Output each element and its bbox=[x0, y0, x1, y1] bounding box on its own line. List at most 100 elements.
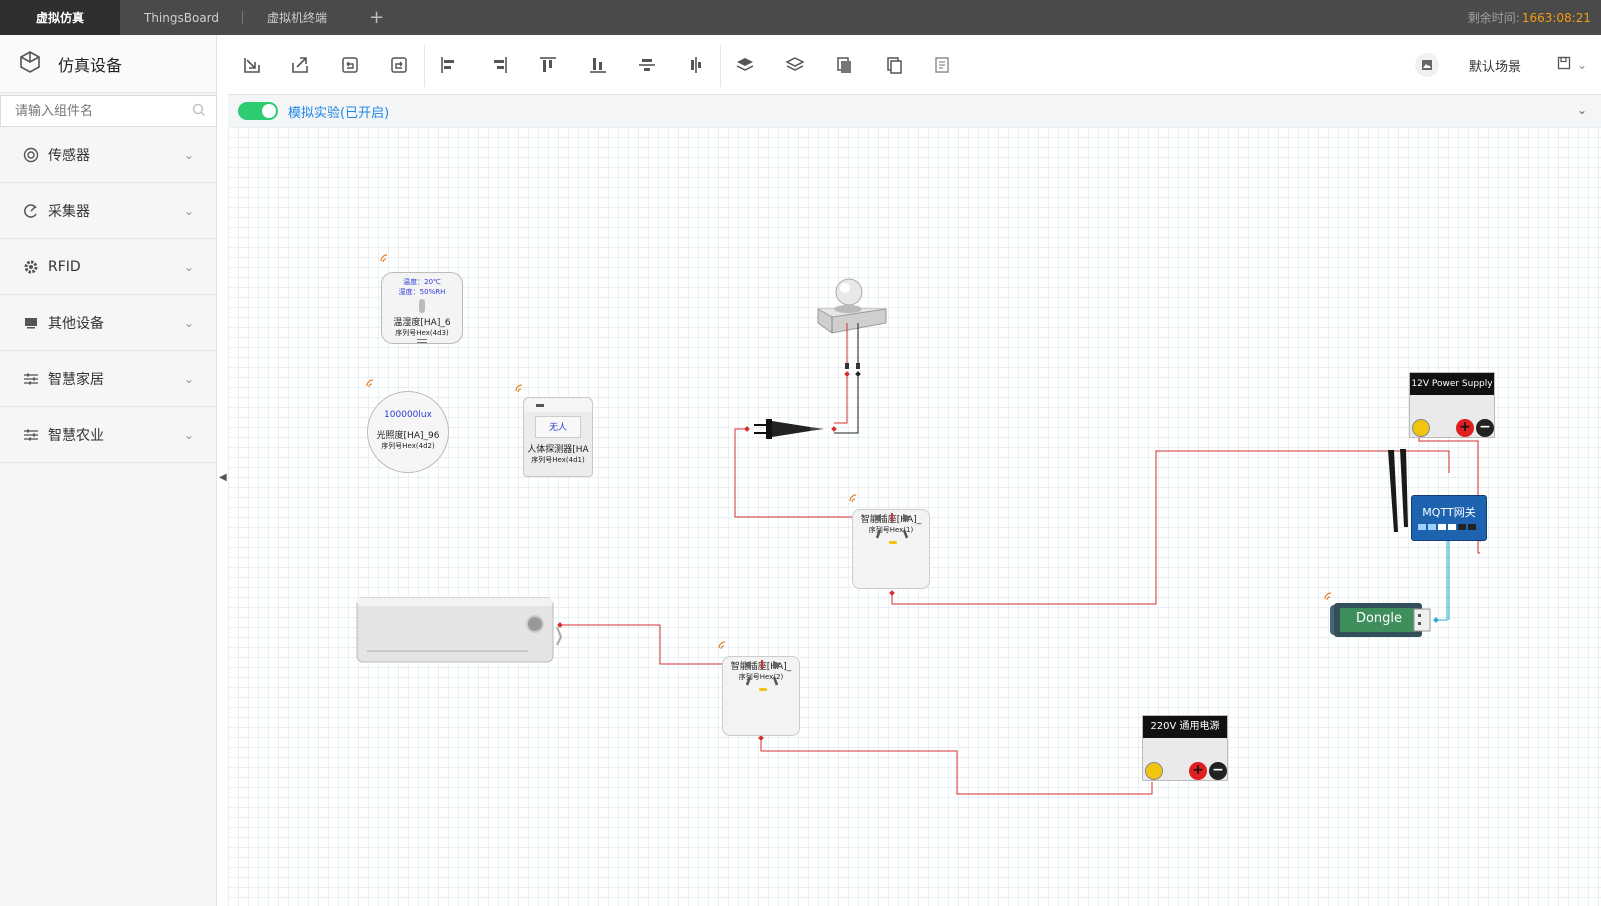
dongle-label: Dongle bbox=[1355, 611, 1403, 626]
device-sidebar: 仿真设备 传感器 ⌄ 采集器 ⌄ RFID ⌄ 其他设备 ⌄ 智慧家居 ⌄ 智慧… bbox=[0, 35, 217, 906]
align-top-icon bbox=[540, 57, 556, 72]
copy-button[interactable] bbox=[832, 53, 856, 77]
align-middle-icon bbox=[639, 59, 655, 71]
positive-terminal-icon: + bbox=[1456, 419, 1474, 437]
device-name: 智能插座[HA]_ bbox=[860, 515, 922, 525]
smart-plug-2[interactable]: 智能插座[HA]_ 序列号Hex(2) bbox=[722, 656, 800, 736]
wifi-icon bbox=[515, 384, 523, 393]
gateway-label: MQTT网关 bbox=[1422, 506, 1476, 519]
chevron-down-icon: ⌄ bbox=[183, 315, 194, 330]
import-button[interactable] bbox=[240, 53, 264, 77]
wire bbox=[834, 376, 859, 434]
sidebar-item-smart-agriculture[interactable]: 智慧农业 ⌄ bbox=[0, 407, 216, 463]
power-plug[interactable] bbox=[754, 419, 824, 439]
power-supply-12v[interactable]: 12V Power Supply + − bbox=[1409, 372, 1495, 438]
sidebar-item-other-devices[interactable]: 其他设备 ⌄ bbox=[0, 295, 216, 351]
sidebar-item-label: 采集器 bbox=[48, 203, 90, 220]
toolbar-divider bbox=[720, 45, 721, 87]
sliders-icon bbox=[22, 426, 40, 444]
layers-back-icon bbox=[785, 57, 805, 71]
search-icon[interactable] bbox=[192, 102, 206, 121]
smart-plug-1[interactable]: 智能插座[HA]_ 序列号Hex(1) bbox=[852, 509, 930, 589]
connector bbox=[855, 371, 861, 377]
monitor-icon bbox=[22, 314, 40, 332]
temperature-reading: 温度：20℃ bbox=[403, 278, 441, 286]
align-right-icon bbox=[494, 57, 507, 73]
align-right-button[interactable] bbox=[487, 53, 511, 77]
power-supply-220v[interactable]: 220V 通用电源 + − bbox=[1142, 715, 1228, 781]
remaining-time: 剩余时间: 1663:08:21 bbox=[1468, 0, 1591, 35]
sidebar-item-label: 智慧农业 bbox=[48, 427, 104, 444]
wifi-icon bbox=[849, 494, 857, 503]
chevron-down-icon[interactable]: ⌄ bbox=[1576, 103, 1587, 117]
sidebar-item-collectors[interactable]: 采集器 ⌄ bbox=[0, 183, 216, 239]
humidity-reading: 湿度：50%RH bbox=[398, 288, 446, 296]
bring-to-front-button[interactable] bbox=[733, 53, 757, 77]
dongle-device[interactable] bbox=[1330, 603, 1431, 637]
align-middle-button[interactable] bbox=[635, 53, 659, 77]
light-sensor[interactable]: 100000lux 光照度[HA]_96 序列号Hex(4d2) bbox=[367, 391, 449, 473]
device-serial: 序列号Hex(2) bbox=[738, 673, 784, 681]
wire bbox=[834, 374, 848, 424]
sidebar-item-rfid[interactable]: RFID ⌄ bbox=[0, 239, 216, 295]
ground-terminal-icon bbox=[1412, 419, 1430, 437]
sidebar-collapse-handle[interactable]: ◀ bbox=[219, 472, 227, 483]
align-left-button[interactable] bbox=[437, 53, 461, 77]
thermometer-icon bbox=[419, 299, 425, 313]
mqtt-gateway[interactable]: MQTT网关 bbox=[1411, 495, 1487, 541]
cube-icon bbox=[18, 50, 42, 78]
device-name: 智能插座[HA]_ bbox=[730, 662, 792, 672]
device-name: 光照度[HA]_96 bbox=[376, 431, 440, 441]
sidebar-header: 仿真设备 bbox=[0, 35, 216, 93]
top-tab-bar: 虚拟仿真 ThingsBoard 虚拟机终端 + 剩余时间: 1663:08:2… bbox=[0, 0, 1601, 35]
chevron-down-icon: ⌄ bbox=[183, 259, 194, 274]
chevron-down-icon: ⌄ bbox=[183, 147, 194, 162]
redo-button[interactable] bbox=[387, 53, 411, 77]
motion-detector[interactable]: 无人 人体探测器[HA 序列号Hex(4d1) bbox=[523, 397, 593, 477]
air-conditioner[interactable] bbox=[356, 597, 563, 663]
device-serial: 序列号Hex(4d1) bbox=[531, 456, 585, 464]
sensor-icon bbox=[22, 146, 40, 164]
export-button[interactable] bbox=[288, 53, 312, 77]
add-tab-button[interactable]: + bbox=[351, 0, 402, 35]
tab-label: 虚拟仿真 bbox=[35, 11, 84, 25]
remaining-time-label: 剩余时间: bbox=[1467, 11, 1520, 25]
component-search-input[interactable] bbox=[15, 103, 192, 119]
align-bottom-button[interactable] bbox=[586, 53, 610, 77]
document-list-icon bbox=[935, 57, 949, 73]
device-name: 温湿度[HA]_6 bbox=[393, 318, 451, 328]
align-center-icon bbox=[691, 57, 701, 73]
temp-humidity-sensor[interactable]: 温度：20℃ 湿度：50%RH 温湿度[HA]_6 序列号Hex(4d3) bbox=[381, 272, 463, 344]
tab-virtual-sim[interactable]: 虚拟仿真 bbox=[0, 0, 120, 35]
simulation-toggle[interactable] bbox=[238, 102, 278, 120]
wifi-icon bbox=[380, 254, 388, 263]
undo-button[interactable] bbox=[338, 53, 362, 77]
tab-thingsboard[interactable]: ThingsBoard bbox=[120, 0, 244, 35]
negative-terminal-icon: − bbox=[1476, 419, 1494, 437]
tab-vm-terminal[interactable]: 虚拟机终端 bbox=[243, 0, 351, 35]
align-top-button[interactable] bbox=[536, 53, 560, 77]
align-center-button[interactable] bbox=[684, 53, 708, 77]
positive-terminal-icon: + bbox=[1189, 762, 1207, 780]
light-reading: 100000lux bbox=[384, 410, 432, 420]
lamp-device[interactable] bbox=[817, 278, 887, 369]
align-left-icon bbox=[441, 57, 454, 73]
sidebar-item-label: 其他设备 bbox=[48, 315, 104, 332]
collector-icon bbox=[22, 202, 40, 220]
paste-button[interactable] bbox=[882, 53, 906, 77]
send-to-back-button[interactable] bbox=[783, 53, 807, 77]
scene-image-button[interactable] bbox=[1415, 53, 1439, 77]
sidebar-item-label: 智慧家居 bbox=[48, 371, 104, 388]
simulation-status-label: 模拟实验(已开启) bbox=[288, 105, 390, 121]
properties-button[interactable] bbox=[931, 53, 955, 77]
scene-selector[interactable]: 默认场景 ⌄ bbox=[1457, 51, 1587, 79]
chevron-down-icon: ⌄ bbox=[183, 371, 194, 386]
design-canvas[interactable]: 温度：20℃ 湿度：50%RH 温湿度[HA]_6 序列号Hex(4d3) 10… bbox=[228, 127, 1601, 906]
sidebar-item-label: 传感器 bbox=[48, 147, 90, 164]
wiring-layer bbox=[356, 254, 1483, 795]
sidebar-item-sensors[interactable]: 传感器 ⌄ bbox=[0, 127, 216, 183]
device-serial: 序列号Hex(4d2) bbox=[381, 442, 435, 450]
sidebar-item-smart-home[interactable]: 智慧家居 ⌄ bbox=[0, 351, 216, 407]
save-icon[interactable] bbox=[1557, 56, 1571, 74]
outlet-icon bbox=[745, 660, 779, 686]
